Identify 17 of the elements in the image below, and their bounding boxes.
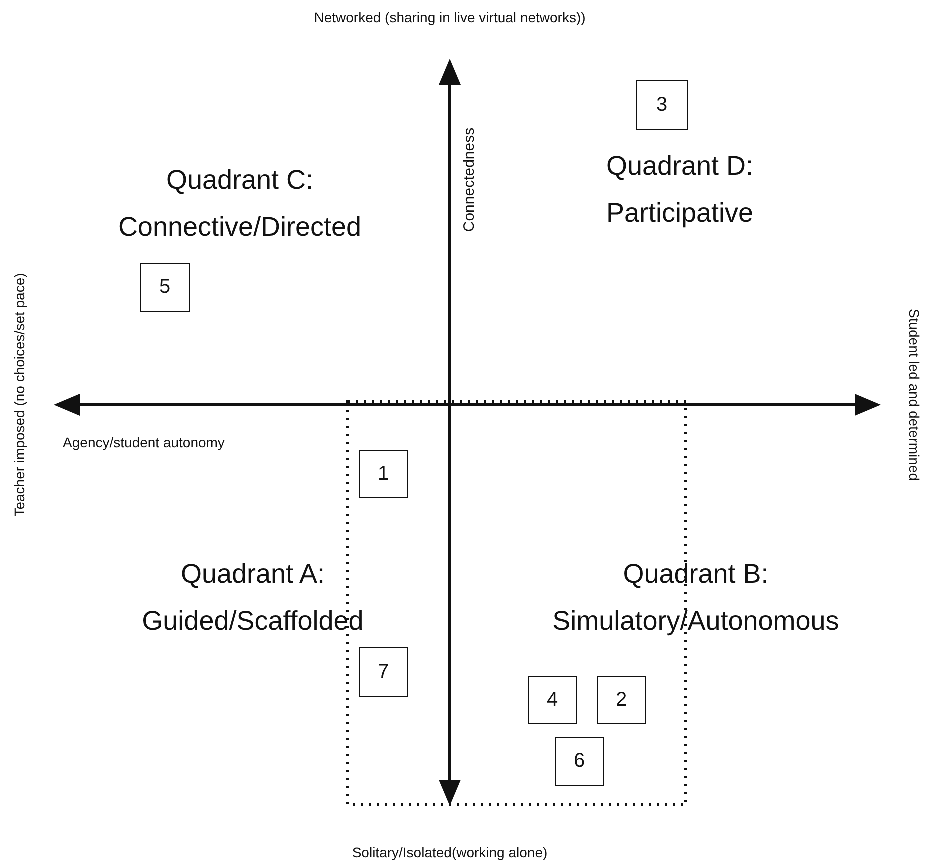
axis-label: Connectedness xyxy=(461,128,479,232)
numbered-box: 4 xyxy=(528,676,577,724)
numbered-box: 1 xyxy=(359,450,408,498)
quadrant-title: Quadrant D: Participative xyxy=(605,150,755,230)
numbered-box: 3 xyxy=(636,80,688,130)
numbered-box: 6 xyxy=(555,737,604,786)
quadrant-title: Quadrant B: Simulatory/Autonomous xyxy=(552,558,840,638)
numbered-box: 7 xyxy=(359,647,408,697)
quadrant-title: Quadrant C: Connective/Directed xyxy=(117,164,363,244)
numbered-box: 2 xyxy=(597,676,646,724)
axis-label: Teacher imposed (no choices/set pace) xyxy=(12,273,28,517)
axis-label: Student led and determined xyxy=(906,309,922,481)
axis-label: Solitary/Isolated(working alone) xyxy=(352,844,548,862)
numbered-box: 5 xyxy=(140,263,190,312)
axis-label: Agency/student autonomy xyxy=(63,434,225,452)
axis-label: Networked (sharing in live virtual networks)) xyxy=(314,10,586,26)
quadrant-title: Quadrant A: Guided/Scaffolded xyxy=(141,558,365,638)
